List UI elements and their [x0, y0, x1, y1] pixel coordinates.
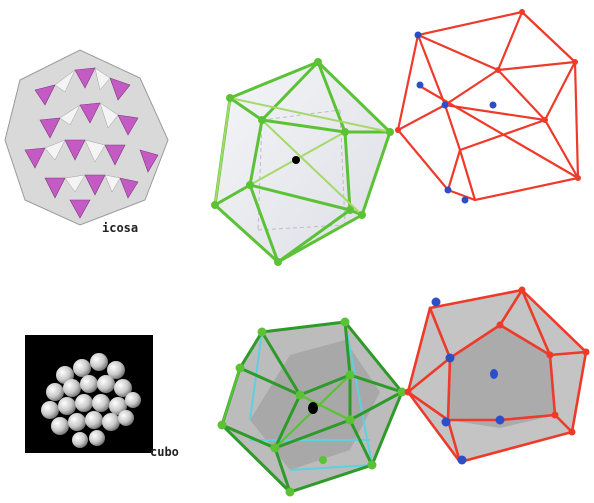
cubo-label: cubo: [150, 445, 179, 459]
icosa-thumbnail: [4, 49, 169, 226]
icosa-label: icosa: [102, 221, 138, 235]
red-shaded-polyhedron: [404, 286, 590, 465]
cubo-thumbnail: [25, 335, 153, 453]
green-icosahedron-wireframe: [195, 58, 400, 266]
red-wireframe-polyhedron: [395, 9, 581, 204]
green-cuboctahedron-shaded: [217, 317, 407, 497]
